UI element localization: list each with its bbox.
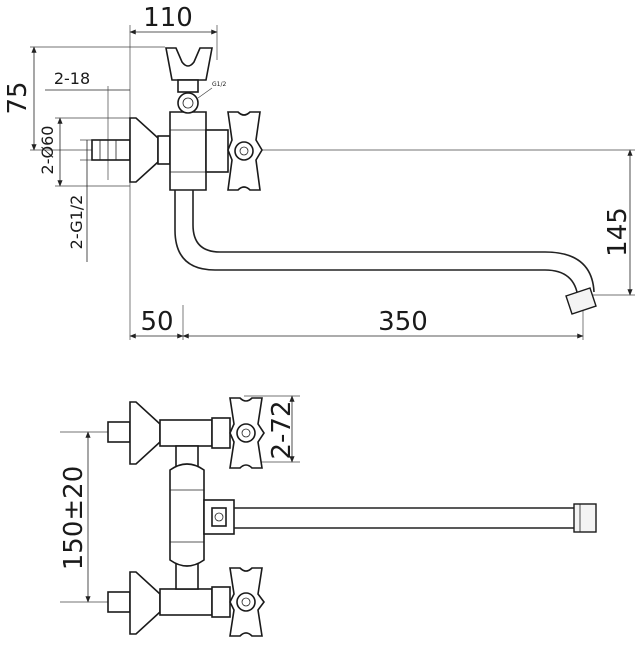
dim-handle-spacing: 2-72 [267,400,297,459]
label-small-thread: G1/2 [212,81,226,88]
dim-spout-length: 350 [378,307,428,337]
dim-pitch: 2-18 [54,69,90,88]
dim-spout-height: 145 [603,207,633,257]
dim-center-distance: 150±20 [59,466,89,571]
dim-offset: 50 [140,307,173,337]
dim-top-height: 75 [3,81,33,114]
front-view: 110 75 2-18 2-Ø60 2-G1/2 145 50 350 [3,3,635,340]
dim-thread: 2-G1/2 [67,195,86,250]
dim-flange: 2-Ø60 [38,126,57,175]
dim-top-width: 110 [143,3,193,33]
top-view: 2-72 150±20 [59,395,597,637]
